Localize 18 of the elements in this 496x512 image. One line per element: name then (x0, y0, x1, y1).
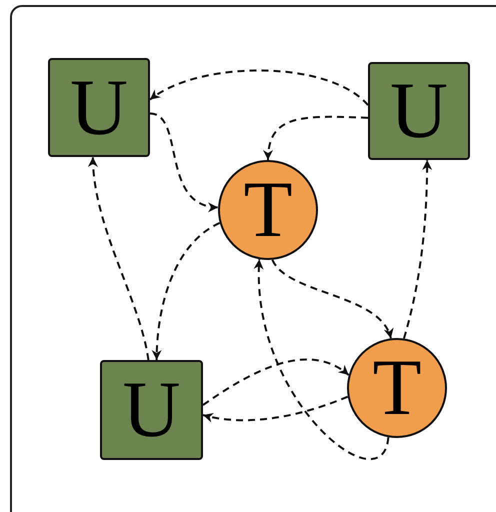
node-letter: U (70, 68, 128, 148)
node-letter: U (390, 71, 448, 151)
dashed-arrow (202, 396, 348, 422)
square-node (48, 58, 150, 157)
node-letter: T (372, 348, 422, 428)
dashed-arrow (403, 160, 432, 339)
dashed-arrow (202, 358, 350, 406)
dashed-arrow (264, 116, 368, 160)
dashed-arrow (152, 222, 220, 360)
dashed-arrow (149, 70, 369, 106)
square-node (100, 360, 203, 460)
node-letter: T (244, 170, 292, 250)
dashed-arrow (272, 259, 392, 339)
dashed-arrow (254, 259, 390, 460)
dashed-arrow (150, 112, 218, 211)
square-node (368, 62, 470, 160)
node-letter: U (122, 370, 180, 450)
dashed-arrow (88, 156, 150, 360)
